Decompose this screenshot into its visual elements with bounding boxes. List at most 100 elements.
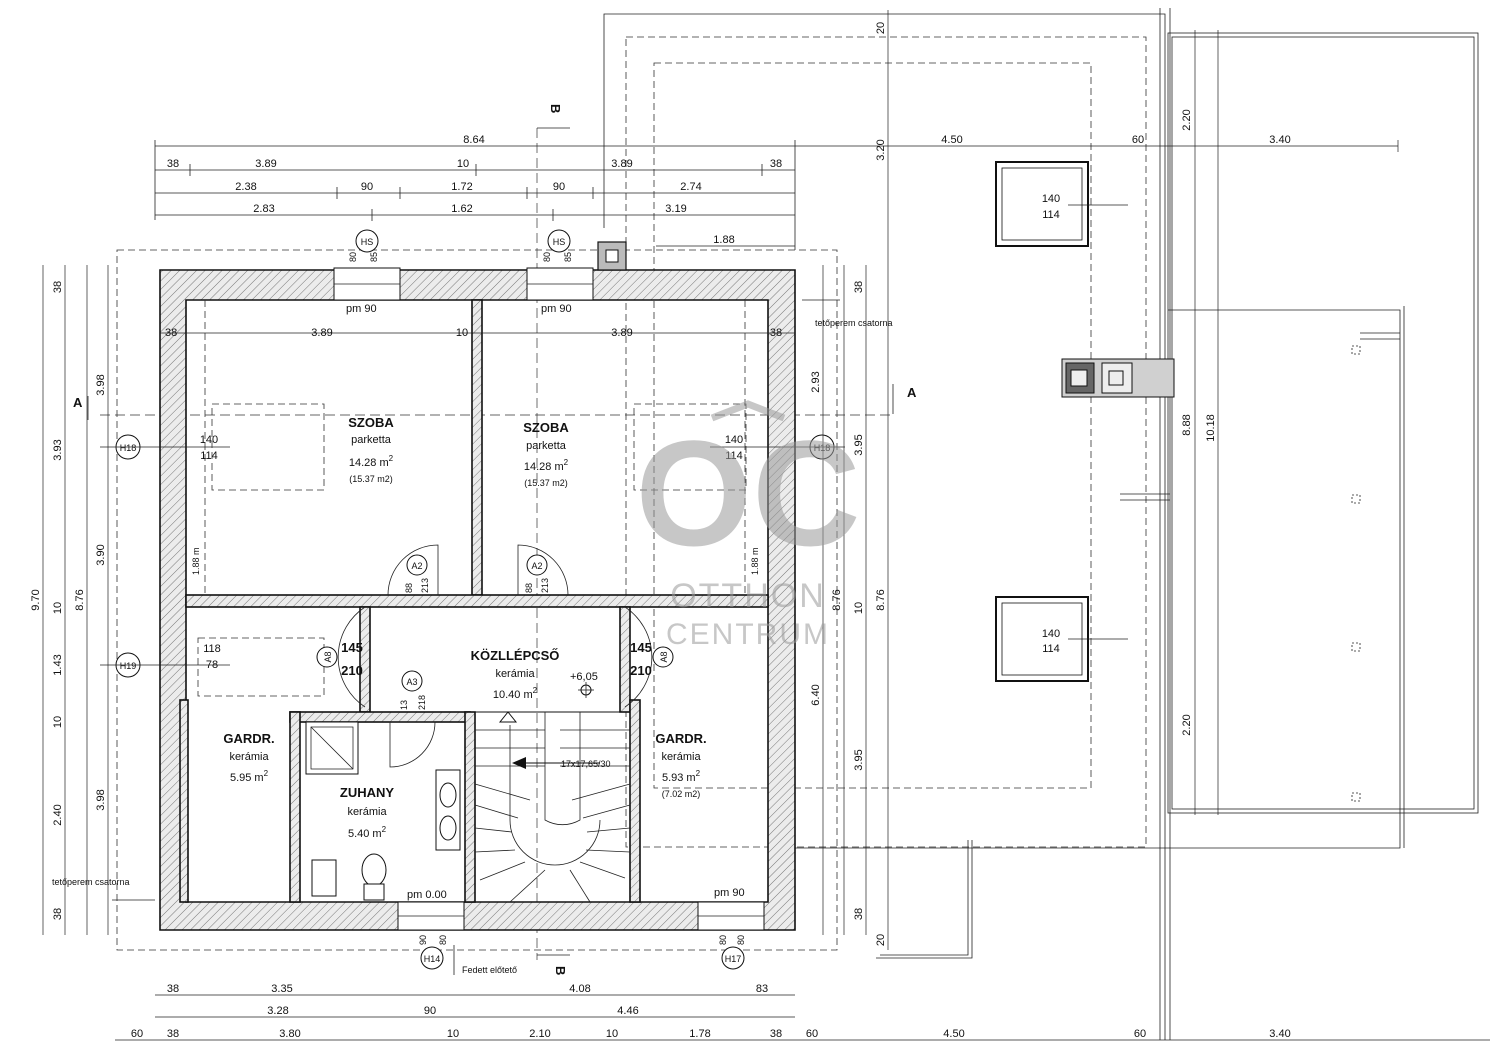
svg-text:10.40 m2: 10.40 m2 [493, 686, 538, 701]
svg-text:GARDR.: GARDR. [223, 731, 274, 746]
svg-text:114: 114 [725, 450, 743, 462]
svg-text:3.20: 3.20 [875, 139, 887, 160]
svg-text:80: 80 [542, 252, 552, 262]
svg-text:210: 210 [341, 663, 363, 678]
svg-text:3.80: 3.80 [279, 1028, 300, 1040]
svg-text:38: 38 [770, 158, 782, 170]
svg-text:A8: A8 [323, 651, 333, 662]
svg-text:8.64: 8.64 [463, 134, 484, 146]
svg-text:13: 13 [399, 700, 409, 710]
svg-text:1.88 m: 1.88 m [750, 547, 760, 575]
svg-text:20: 20 [875, 22, 887, 34]
svg-text:3.19: 3.19 [665, 203, 686, 215]
svg-text:10: 10 [457, 158, 469, 170]
svg-text:pm 90: pm 90 [714, 887, 745, 899]
stair-note: 17x17,65/30 [561, 759, 611, 769]
svg-text:(15.37 m2): (15.37 m2) [524, 478, 568, 488]
window-left-h18: H18 140 114 [100, 434, 230, 462]
window-bottom-h14: H14 90 80 pm 0.00 [397, 889, 465, 970]
svg-text:3.89: 3.89 [611, 327, 632, 339]
roof-window-1-height: 114 [1042, 209, 1060, 221]
svg-text:60: 60 [131, 1028, 143, 1040]
svg-text:14.28 m2: 14.28 m2 [524, 458, 569, 473]
left-dimensions: 9.70 38 3.93 10 1.43 10 2.40 38 8.76 3.9… [30, 265, 109, 935]
svg-text:2.20: 2.20 [1181, 714, 1193, 735]
window-left-h19: H19 118 78 [100, 643, 230, 678]
section-b-top: B [536, 104, 570, 960]
svg-text:210: 210 [630, 663, 652, 678]
svg-text:80: 80 [348, 252, 358, 262]
svg-text:140: 140 [200, 434, 218, 446]
level-mark: +6,05 [570, 671, 598, 683]
svg-text:CENTRUM: CENTRUM [666, 618, 830, 651]
svg-text:H19: H19 [120, 661, 137, 671]
svg-text:1.62: 1.62 [451, 203, 472, 215]
roof-dimensions: 4.50 60 3.40 20 3.20 2.20 8.88 10.18 2.2… [795, 10, 1399, 950]
window-top-right: HS 80 85 pm 90 [526, 229, 594, 315]
svg-text:3.95: 3.95 [853, 749, 865, 770]
svg-text:B: B [548, 104, 563, 113]
svg-text:2.74: 2.74 [680, 181, 701, 193]
section-a-left: A [73, 395, 89, 420]
svg-text:213: 213 [420, 578, 430, 593]
gutter-label-top: tetőperem csatorna [815, 318, 893, 328]
svg-text:2.93: 2.93 [810, 371, 822, 392]
svg-text:218: 218 [417, 695, 427, 710]
walls [159, 269, 796, 931]
svg-text:85: 85 [563, 252, 573, 262]
svg-text:10: 10 [447, 1028, 459, 1040]
svg-text:83: 83 [756, 983, 768, 995]
svg-text:OTTHON: OTTHON [670, 577, 826, 615]
svg-text:1.88 m: 1.88 m [191, 547, 201, 575]
roof-window-2-height: 114 [1042, 643, 1060, 655]
svg-text:60: 60 [1134, 1028, 1146, 1040]
door-a8-right: A8 145 210 [624, 606, 674, 708]
svg-text:38: 38 [167, 1028, 179, 1040]
svg-text:9.70: 9.70 [30, 589, 42, 610]
svg-text:80: 80 [718, 935, 728, 945]
svg-text:3.89: 3.89 [311, 327, 332, 339]
window-bottom-h17: H17 80 80 pm 90 [697, 887, 765, 970]
svg-text:3.28: 3.28 [267, 1005, 288, 1017]
svg-text:kerámia: kerámia [661, 751, 701, 763]
svg-text:2.38: 2.38 [235, 181, 256, 193]
svg-text:HS: HS [553, 237, 566, 247]
door-a3: A3 13 218 [389, 670, 436, 768]
svg-text:4.50: 4.50 [941, 134, 962, 146]
roof-window-1 [995, 161, 1089, 247]
svg-text:3.95: 3.95 [853, 434, 865, 455]
svg-text:38: 38 [770, 1028, 782, 1040]
svg-text:H14: H14 [424, 954, 441, 964]
room-wardrobe-left: GARDR. kerámia 5.95 m2 [223, 731, 274, 784]
svg-text:3.40: 3.40 [1269, 1028, 1290, 1040]
roof-chimney [1061, 358, 1175, 398]
svg-text:145: 145 [341, 640, 363, 655]
svg-text:parketta: parketta [526, 440, 567, 452]
roof-window-1-width: 140 [1042, 193, 1060, 205]
watermark-logo: OC OTTHON CENTRUM [636, 400, 861, 651]
right-dimensions: 2.93 6.40 8.76 38 3.95 10 3.95 38 8.76 [810, 265, 887, 935]
svg-text:14.28 m2: 14.28 m2 [349, 454, 394, 469]
svg-text:78: 78 [206, 659, 218, 671]
section-b-bottom: B [537, 954, 570, 975]
svg-text:H18: H18 [120, 443, 137, 453]
svg-text:3.89: 3.89 [611, 158, 632, 170]
svg-text:6.40: 6.40 [810, 684, 822, 705]
svg-text:10: 10 [52, 716, 64, 728]
svg-text:8.88: 8.88 [1181, 414, 1193, 435]
svg-text:38: 38 [52, 908, 64, 920]
svg-text:118: 118 [203, 643, 221, 655]
svg-text:(15.37 m2): (15.37 m2) [349, 474, 393, 484]
window-top-left: HS 80 85 pm 90 [333, 229, 401, 315]
svg-text:38: 38 [167, 983, 179, 995]
svg-text:3.98: 3.98 [95, 374, 107, 395]
svg-text:10.18: 10.18 [1205, 414, 1217, 442]
room-hall: KÖZLLÉPCSŐ kerámia 10.40 m2 +6,05 [471, 648, 598, 701]
svg-text:SZOBA: SZOBA [523, 420, 569, 435]
svg-text:GARDR.: GARDR. [655, 731, 706, 746]
svg-text:38: 38 [52, 281, 64, 293]
svg-text:5.93 m2: 5.93 m2 [662, 769, 701, 784]
svg-text:B: B [553, 966, 568, 975]
room-bedroom-right: SZOBA parketta 14.28 m2 (15.37 m2) [523, 420, 569, 488]
svg-text:A2: A2 [531, 561, 542, 571]
